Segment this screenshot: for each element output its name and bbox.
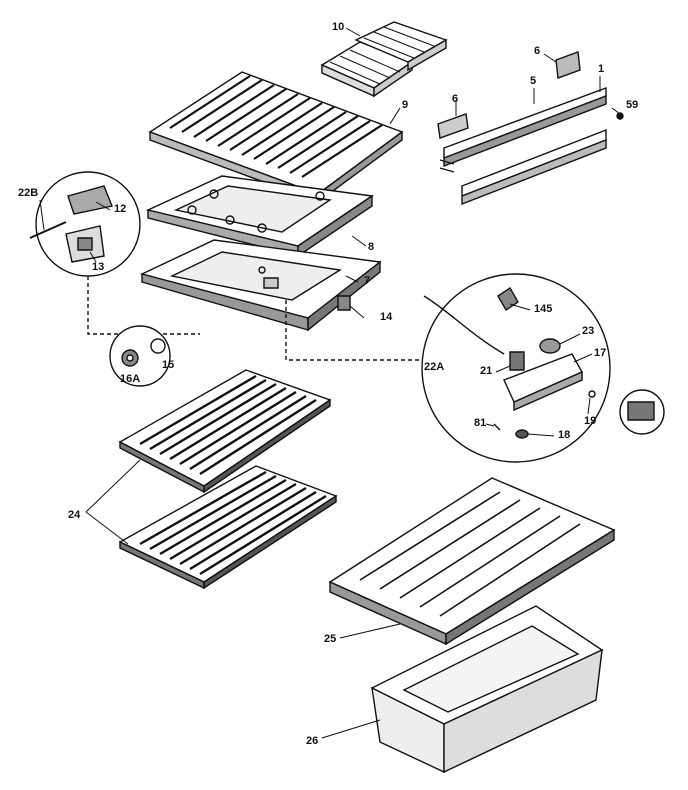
callout-10: 10: [332, 21, 345, 33]
callout-14: 14: [380, 311, 393, 323]
dashed-leader-right: [286, 300, 420, 360]
callout-25: 25: [324, 633, 337, 645]
callout-23: 23: [582, 325, 595, 337]
crisper-drawer-part: [372, 606, 602, 772]
callout-12: 12: [114, 203, 127, 215]
dashed-leader-left: [88, 276, 200, 334]
detail-circle-left: [30, 172, 140, 276]
callout-1: 1: [598, 63, 605, 75]
rail-bracket-parts: [438, 52, 623, 204]
callout-9: 9: [402, 99, 409, 111]
freezer-frame-part: [148, 176, 372, 256]
callout-24: 24: [68, 509, 81, 521]
callout-26: 26: [306, 735, 319, 747]
wire-shelf-upper: [120, 370, 330, 492]
callout-6a: 6: [534, 45, 541, 57]
top-shelf-part: [150, 72, 402, 202]
ice-cube-tray-part: [322, 22, 446, 96]
wire-22a: [424, 296, 504, 354]
callout-5: 5: [530, 75, 537, 87]
light-cover-part: [142, 240, 380, 330]
detail-circle-right: [422, 274, 610, 462]
wire-shelf-lower: [120, 466, 336, 588]
callout-145: 145: [534, 303, 553, 315]
callout-6b: 6: [452, 93, 459, 105]
callout-16a: 16A: [120, 373, 141, 385]
callout-81: 81: [474, 417, 487, 429]
callout-59: 59: [626, 99, 639, 111]
callout-22b: 22B: [18, 187, 39, 199]
callout-21: 21: [480, 365, 493, 377]
callout-19: 19: [584, 415, 597, 427]
callout-17: 17: [594, 347, 607, 359]
clip-part-14: [338, 296, 350, 310]
callout-13: 13: [92, 261, 105, 273]
callout-15: 15: [162, 359, 175, 371]
crisper-cover-part: [330, 478, 614, 644]
switch-inset: [620, 390, 664, 434]
detail-circle-small: [110, 326, 170, 386]
callout-8: 8: [368, 241, 375, 253]
callout-7: 7: [364, 275, 371, 287]
callout-18: 18: [558, 429, 571, 441]
callout-22a: 22A: [424, 361, 445, 373]
leader-lines: [40, 28, 620, 738]
